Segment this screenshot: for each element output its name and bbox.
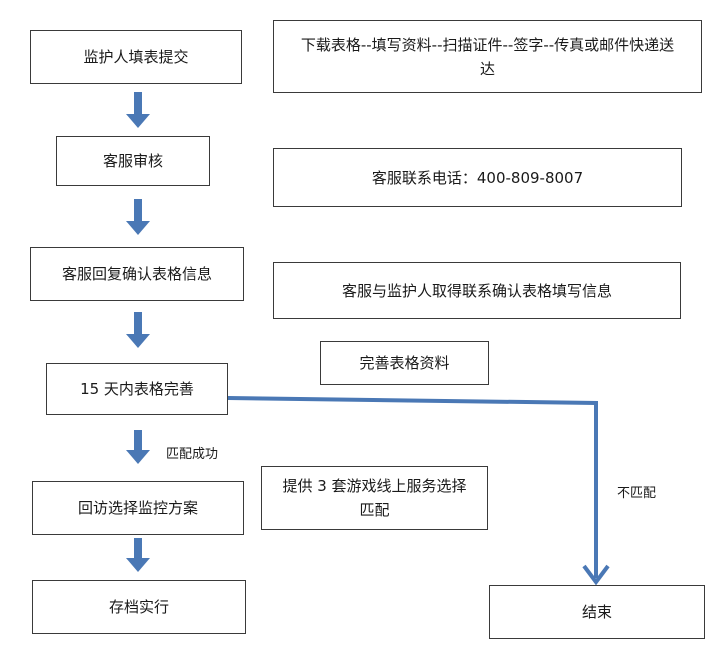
step-confirm: 客服回复确认表格信息 [30, 247, 244, 301]
label-match-success: 匹配成功 [166, 447, 219, 462]
note-service-phone: 客服联系电话：400-809-8007 [273, 148, 682, 207]
step-confirm-label: 客服回复确认表格信息 [61, 265, 212, 283]
note-service-plans-text: 提供 3 套游戏线上服务选择匹配 [282, 477, 467, 519]
step-end: 结束 [489, 585, 705, 639]
arrow-review-to-confirm-head [126, 221, 150, 235]
arrow-review-to-confirm [134, 199, 142, 223]
step-submit-label: 监护人填表提交 [83, 48, 189, 66]
arrow-submit-to-review [134, 92, 142, 116]
step-complete-15-days: 15 天内表格完善 [46, 363, 228, 415]
note-complete-data-text: 完善表格资料 [359, 354, 450, 372]
note-submit-procedure-text: 下载表格--填写资料--扫描证件--签字--传真或邮件快递送达 [300, 35, 675, 78]
arrow-confirm-to-complete-head [126, 334, 150, 348]
arrow-submit-to-review-head [126, 114, 150, 128]
arrow-callback-to-archive-head [126, 558, 150, 572]
note-confirm-contact-text: 客服与监护人取得联系确认表格填写信息 [341, 281, 612, 300]
step-complete-15-days-label: 15 天内表格完善 [80, 380, 194, 398]
arrow-no-match-head [582, 564, 610, 586]
arrow-complete-to-callback-head [126, 450, 150, 464]
step-review-label: 客服审核 [102, 152, 163, 170]
step-archive: 存档实行 [32, 580, 246, 634]
note-submit-procedure: 下载表格--填写资料--扫描证件--签字--传真或邮件快递送达 [273, 20, 702, 93]
step-end-label: 结束 [581, 603, 612, 621]
arrow-no-match-path [227, 396, 598, 578]
note-complete-data: 完善表格资料 [320, 341, 489, 385]
arrow-callback-to-archive [134, 538, 142, 560]
step-callback-label: 回访选择监控方案 [77, 499, 198, 517]
note-service-plans: 提供 3 套游戏线上服务选择匹配 [261, 466, 488, 530]
arrow-complete-to-callback [134, 430, 142, 452]
note-confirm-contact: 客服与监护人取得联系确认表格填写信息 [273, 262, 681, 319]
step-callback: 回访选择监控方案 [32, 481, 244, 535]
step-review: 客服审核 [56, 136, 210, 186]
step-submit: 监护人填表提交 [30, 30, 242, 84]
label-no-match: 不匹配 [617, 486, 657, 501]
step-archive-label: 存档实行 [108, 598, 169, 616]
arrow-confirm-to-complete [134, 312, 142, 336]
note-service-phone-text: 客服联系电话：400-809-8007 [371, 168, 584, 187]
